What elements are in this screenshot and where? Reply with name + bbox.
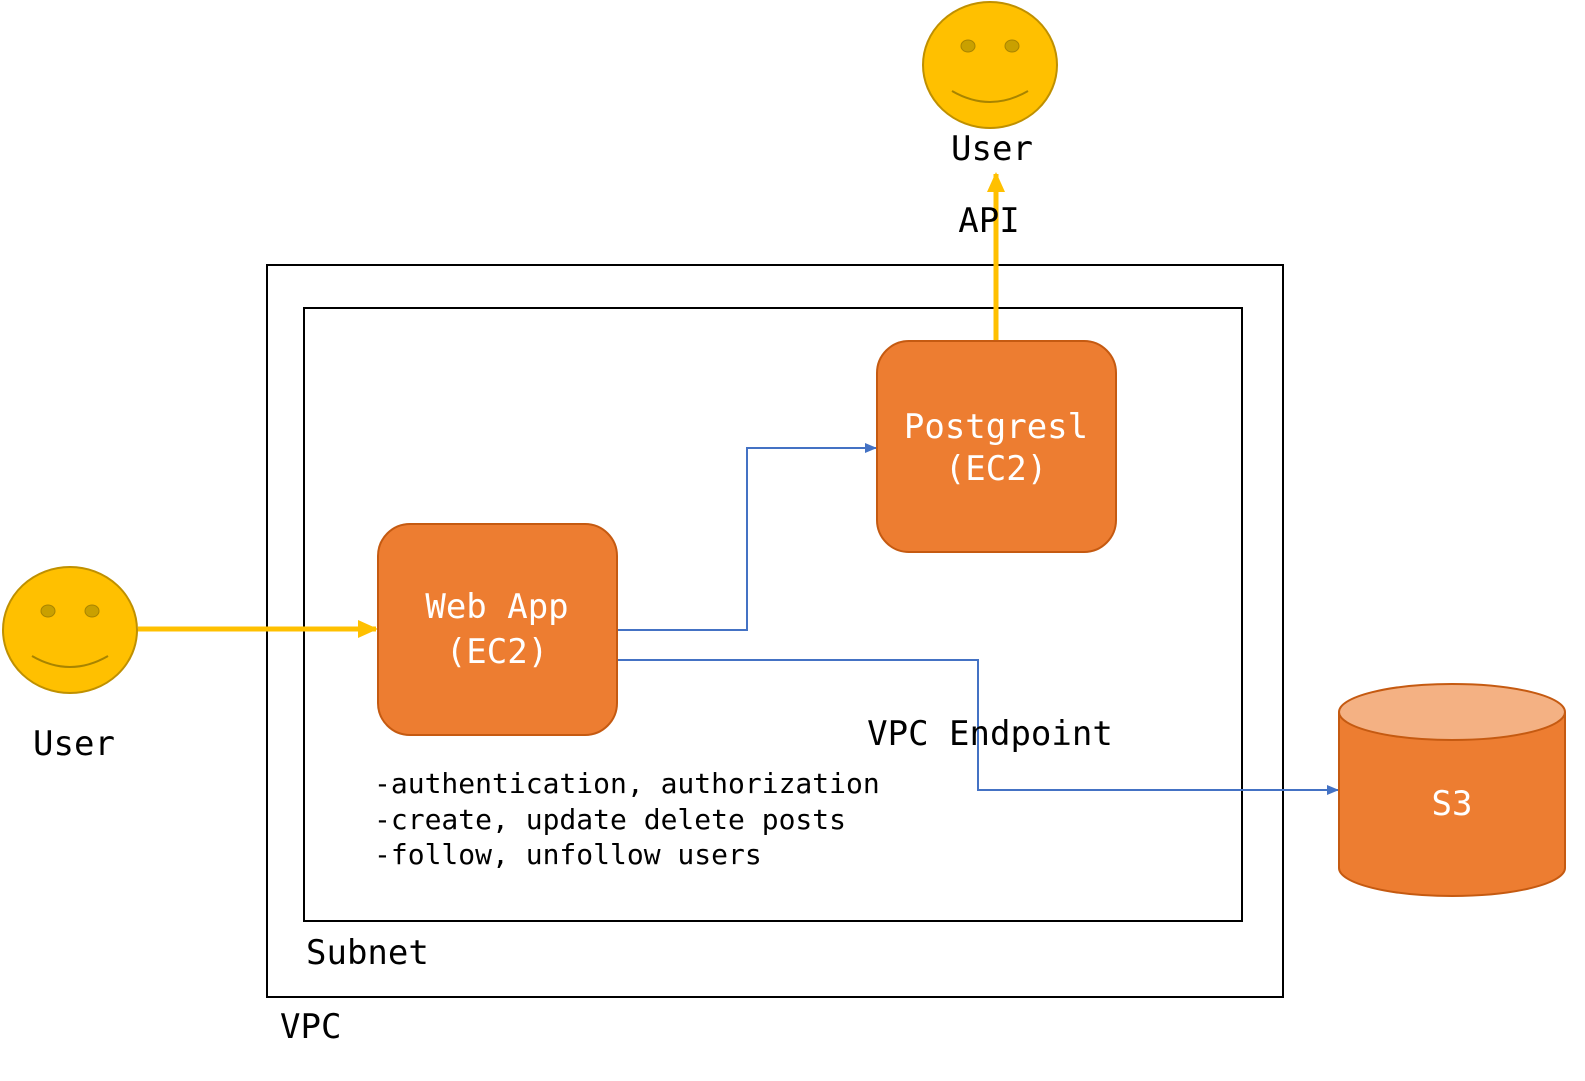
webapp-node[interactable]: Web App (EC2) — [377, 523, 618, 736]
vpc-endpoint-label: VPC Endpoint — [867, 714, 1113, 754]
vpc-label: VPC — [280, 1007, 341, 1047]
note-line: -follow, unfollow users — [374, 838, 762, 871]
note-line: -authentication, authorization — [374, 767, 880, 800]
webapp-notes: -authentication, authorization -create, … — [374, 767, 880, 871]
postgres-node[interactable]: Postgresl (EC2) — [876, 340, 1117, 553]
s3-label: S3 — [1432, 784, 1473, 824]
api-label: API — [958, 201, 1019, 241]
user-top-label: User — [951, 129, 1033, 169]
user-top-smiley-icon — [922, 1, 1058, 129]
postgres-node-title: Postgresl — [904, 407, 1088, 447]
user-left-smiley-icon — [2, 566, 138, 694]
webapp-node-title: Web App — [425, 587, 568, 627]
webapp-node-subtitle: (EC2) — [446, 632, 548, 672]
postgres-node-subtitle: (EC2) — [945, 449, 1047, 489]
note-line: -create, update delete posts — [374, 803, 846, 836]
webapp-to-postgres-connector — [618, 443, 877, 631]
s3-bucket-node[interactable]: S3 — [1338, 683, 1566, 897]
user-left-label: User — [33, 724, 115, 764]
subnet-container — [303, 307, 1243, 922]
webapp-to-s3-connector — [618, 659, 1339, 795]
subnet-label: Subnet — [306, 933, 429, 973]
